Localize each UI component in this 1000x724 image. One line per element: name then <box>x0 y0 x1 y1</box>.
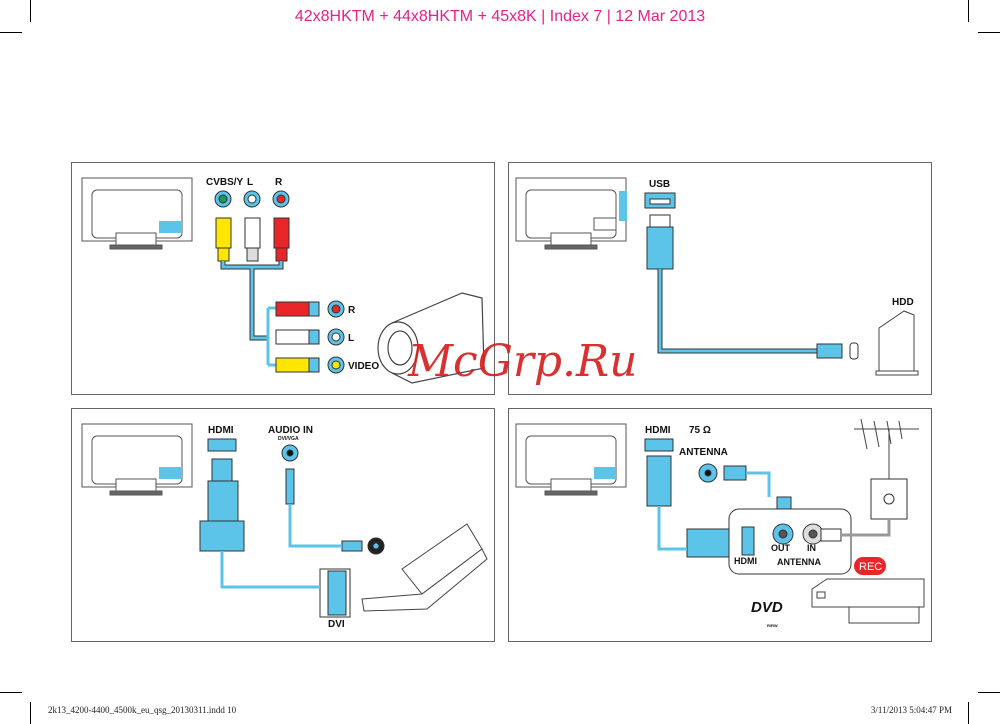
footer-filename: 2k13_4200-4400_4500k_eu_qsg_20130311.ind… <box>48 705 237 715</box>
footer-date: 3/11/2013 5:04:47 PM <box>870 705 952 715</box>
diagram-label: DVI/VGA <box>278 436 299 442</box>
camcorder-icon <box>377 292 485 384</box>
diagram-label: IN <box>807 543 816 553</box>
diagram-label: HDMI <box>208 425 234 436</box>
diagram-label: VIDEO <box>348 361 379 372</box>
tv-icon <box>81 177 193 250</box>
panel-composite-connection: CVBS/Y L R R L VIDEO <box>71 162 495 395</box>
diagram-label: OUT <box>771 543 791 553</box>
hdd-icon <box>875 310 919 376</box>
panel-usb-connection: USB HDD <box>508 162 932 395</box>
diagram-label: R <box>275 177 283 188</box>
tv-icon <box>81 423 193 496</box>
diagram-label: R/RW <box>767 623 778 628</box>
panel-dvi-connection: HDMI AUDIO IN DVI/VGA DVI <box>71 408 495 642</box>
dvi-diagram: HDMI AUDIO IN DVI/VGA DVI <box>81 423 488 630</box>
diagram-label: 75 Ω <box>689 425 711 436</box>
crop-mark <box>30 0 31 22</box>
diagram-label: ANTENNA <box>777 557 821 567</box>
diagram-label: DVD <box>751 599 783 616</box>
crop-mark <box>978 692 1000 693</box>
dvd-recorder-icon <box>811 578 925 624</box>
crop-mark <box>0 32 22 33</box>
laptop-icon <box>361 523 488 612</box>
usb-diagram: USB HDD <box>515 177 919 376</box>
diagram-label: L <box>247 177 253 188</box>
diagram-label: HDMI <box>734 556 757 566</box>
crop-mark <box>0 692 22 693</box>
recorder-diagram: HDMI 75 Ω ANTENNA HDMI OUT IN ANTENNA RE… <box>515 418 925 628</box>
antenna-icon <box>854 418 919 479</box>
diagram-label: USB <box>649 179 670 190</box>
crop-mark <box>968 0 969 22</box>
diagram-label: R <box>348 305 356 316</box>
diagram-label: HDMI <box>645 425 671 436</box>
crop-mark <box>968 702 969 724</box>
diagram-label: REC <box>859 561 882 573</box>
crop-mark <box>978 32 1000 33</box>
diagram-label: L <box>348 333 354 344</box>
composite-diagram: CVBS/Y L R R L VIDEO <box>81 177 485 384</box>
crop-mark <box>30 702 31 724</box>
watermark: McGrp.Ru <box>408 336 638 387</box>
diagram-label: AUDIO IN <box>268 425 313 436</box>
page-header: 42x8HKTM + 44x8HKTM + 45x8K | Index 7 | … <box>294 8 706 25</box>
diagram-label: DVI <box>328 619 345 630</box>
diagram-label: CVBS/Y <box>206 177 244 188</box>
tv-icon <box>515 423 627 496</box>
diagram-label: ANTENNA <box>679 447 728 458</box>
tv-icon <box>515 177 627 250</box>
diagram-label: HDD <box>892 297 914 308</box>
panel-recorder-connection: HDMI 75 Ω ANTENNA HDMI OUT IN ANTENNA RE… <box>508 408 932 642</box>
